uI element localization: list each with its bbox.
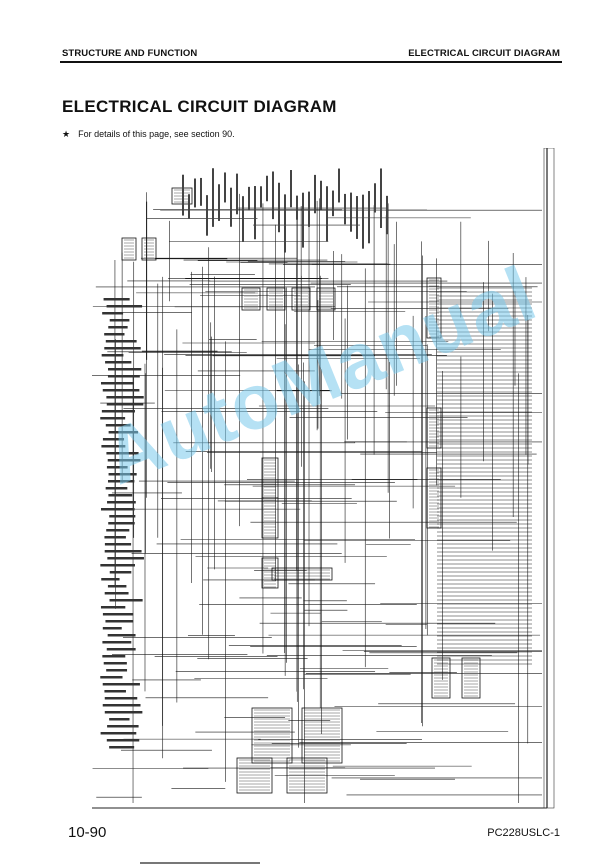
page-number: 10-90 bbox=[68, 824, 107, 841]
document-code: PC228USLC-1 bbox=[487, 827, 560, 839]
scan-edge-mark bbox=[140, 862, 260, 864]
header-rule bbox=[60, 61, 562, 63]
star-icon: ★ bbox=[62, 129, 71, 139]
circuit-diagram bbox=[92, 148, 555, 809]
note: ★ For details of this page, see section … bbox=[62, 129, 235, 140]
page-title: ELECTRICAL CIRCUIT DIAGRAM bbox=[62, 97, 337, 116]
note-text: For details of this page, see section 90… bbox=[78, 129, 235, 139]
section-header: STRUCTURE AND FUNCTION bbox=[62, 48, 198, 59]
chapter-header: ELECTRICAL CIRCUIT DIAGRAM bbox=[408, 48, 560, 59]
